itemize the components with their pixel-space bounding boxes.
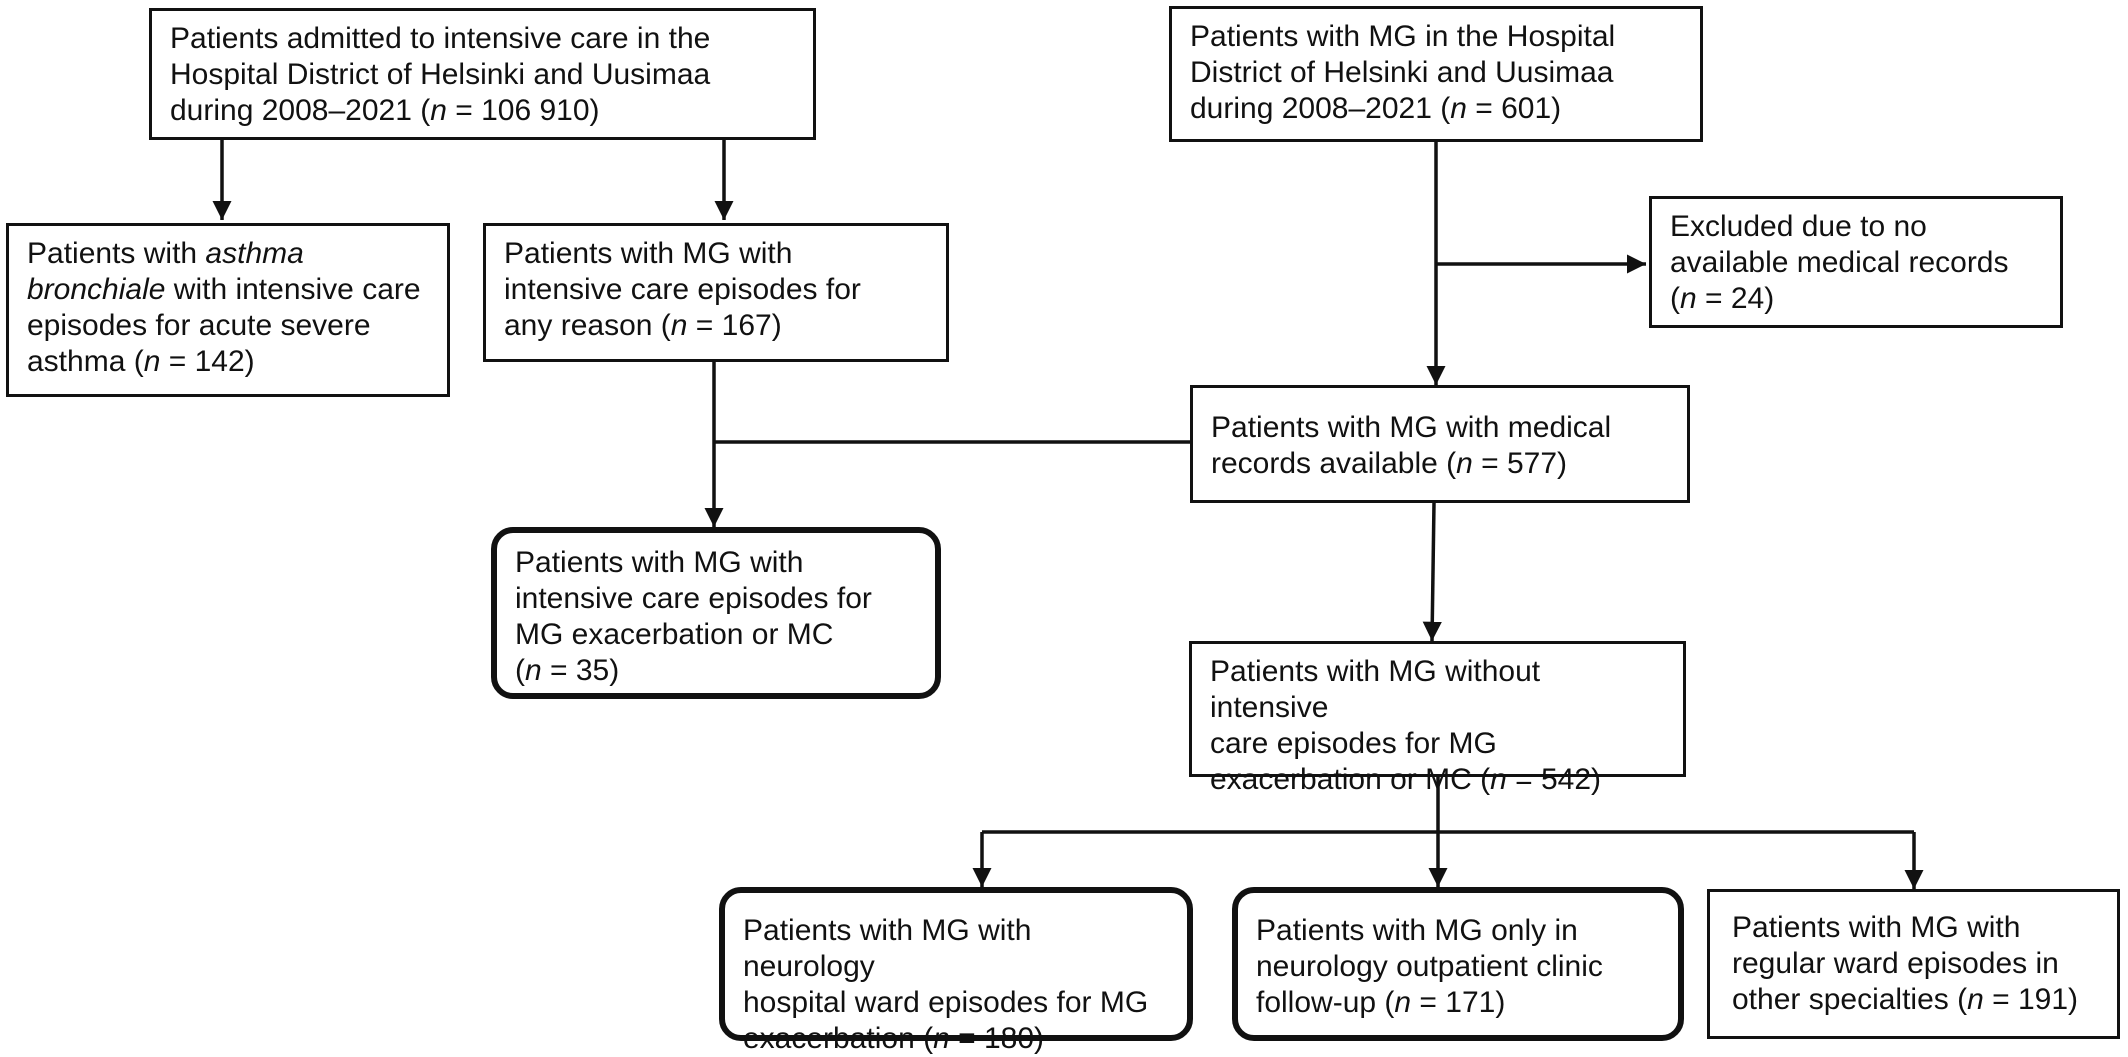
- excluded-line1: Excluded due to no: [1670, 210, 1927, 243]
- neuro-ward-line1: Patients with MG with neurology: [743, 914, 1032, 983]
- mg-district-box: Patients with MG in the Hospital Distric…: [1169, 6, 1703, 142]
- records-available-line2: records available (n = 577): [1211, 447, 1568, 480]
- mg-icu-exacerbation-line3: MG exacerbation or MC: [515, 618, 834, 651]
- excluded-line2: available medical records: [1670, 246, 2009, 279]
- records-available-box: Patients with MG with medical records av…: [1190, 385, 1690, 503]
- arrow-records-to-no-icu: [1422, 502, 1442, 642]
- mg-icu-exacerbation-box: Patients with MG with intensive care epi…: [491, 527, 941, 699]
- icu-admitted-line1: Patients admitted to intensive care in t…: [170, 22, 711, 55]
- excluded-line3: (n = 24): [1670, 282, 1775, 315]
- mg-no-icu-box: Patients with MG without intensive care …: [1189, 641, 1686, 796]
- records-available-line1: Patients with MG with medical: [1211, 411, 1612, 444]
- neuro-ward-line2: hospital ward episodes for MG: [743, 986, 1149, 1019]
- asthma-line4: asthma (n = 142): [27, 345, 255, 378]
- asthma-line2: bronchiale with intensive care: [27, 273, 421, 306]
- mg-district-line2: District of Helsinki and Uusimaa: [1190, 56, 1614, 89]
- icu-admitted-line3: during 2008–2021 (n = 106 910): [170, 94, 600, 127]
- mg-no-icu-line2: care episodes for MG: [1210, 727, 1497, 760]
- other-specialties-line1: Patients with MG with: [1732, 911, 2021, 944]
- mg-no-icu-line3: exacerbation or MC (n = 542): [1210, 763, 1602, 796]
- asthma-box: Patients with asthma bronchiale with int…: [6, 223, 450, 397]
- mg-icu-exacerbation-line1: Patients with MG with: [515, 546, 804, 579]
- outpatient-line2: neurology outpatient clinic: [1256, 950, 1603, 983]
- icu-admitted-box: Patients admitted to intensive care in t…: [149, 8, 816, 140]
- mg-icu-any-line3: any reason (n = 167): [504, 309, 782, 342]
- outpatient-line3: follow-up (n = 171): [1256, 986, 1506, 1019]
- other-specialties-box: Patients with MG with regular ward episo…: [1707, 889, 2120, 1039]
- excluded-box: Excluded due to no available medical rec…: [1649, 196, 2063, 328]
- other-specialties-line3: other specialties (n = 191): [1732, 983, 2079, 1016]
- asthma-line3: episodes for acute severe: [27, 309, 371, 342]
- outpatient-line1: Patients with MG only in: [1256, 914, 1578, 947]
- asthma-line1: Patients with asthma: [27, 237, 304, 270]
- neuro-ward-box: Patients with MG with neurology hospital…: [719, 887, 1193, 1055]
- mg-icu-any-line1: Patients with MG with: [504, 237, 793, 270]
- mg-icu-exacerbation-line4: (n = 35): [515, 654, 620, 687]
- neuro-ward-line3: exacerbation (n = 180): [743, 1022, 1045, 1055]
- mg-district-line3: during 2008–2021 (n = 601): [1190, 92, 1562, 125]
- icu-admitted-line2: Hospital District of Helsinki and Uusima…: [170, 58, 711, 91]
- other-specialties-line2: regular ward episodes in: [1732, 947, 2059, 980]
- mg-icu-exacerbation-line2: intensive care episodes for: [515, 582, 872, 615]
- mg-district-line1: Patients with MG in the Hospital: [1190, 20, 1616, 53]
- mg-icu-any-box: Patients with MG with intensive care epi…: [483, 223, 949, 362]
- mg-icu-any-line2: intensive care episodes for: [504, 273, 861, 306]
- mg-no-icu-line1: Patients with MG without intensive: [1210, 655, 1541, 724]
- outpatient-box: Patients with MG only in neurology outpa…: [1232, 887, 1684, 1041]
